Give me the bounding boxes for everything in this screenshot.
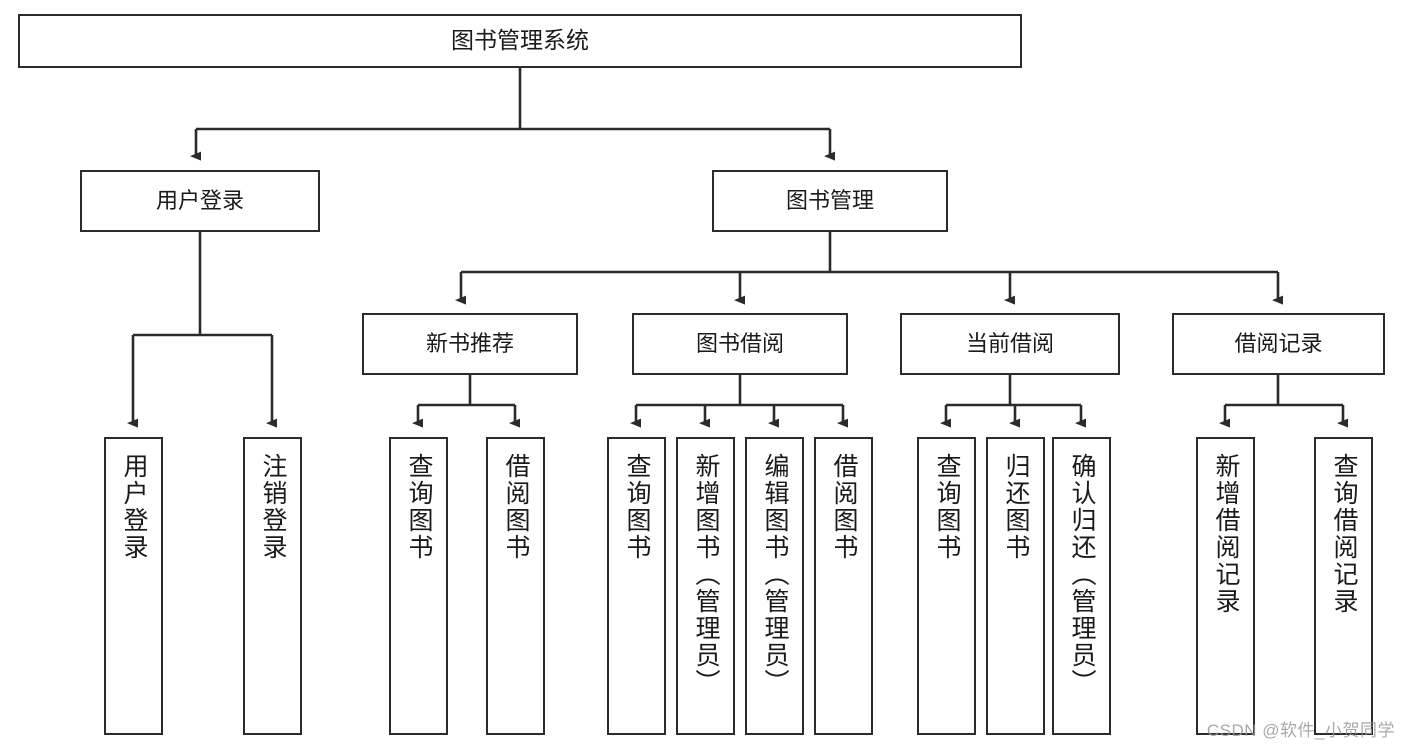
watermark: CSDN @软件_小贺同学 (1206, 721, 1395, 740)
node-user-login[interactable]: 用户登录 (80, 170, 320, 232)
node-leaf-logout[interactable]: 注销登录 (243, 437, 302, 735)
node-user-login-label: 用户登录 (155, 188, 244, 214)
node-leaf-query-record-label: 查询借阅记录 (1330, 453, 1358, 615)
node-book-manage-label: 图书管理 (785, 188, 874, 214)
node-current-borrow[interactable]: 当前借阅 (900, 313, 1120, 375)
node-leaf-add-record[interactable]: 新增借阅记录 (1196, 437, 1255, 735)
node-leaf-query-book-2[interactable]: 查询图书 (607, 437, 666, 735)
node-borrow-record[interactable]: 借阅记录 (1172, 313, 1385, 375)
node-new-book-rec[interactable]: 新书推荐 (362, 313, 578, 375)
node-leaf-borrow-book-1[interactable]: 借阅图书 (486, 437, 545, 735)
node-leaf-query-book-2-label: 查询图书 (623, 453, 651, 561)
node-book-manage[interactable]: 图书管理 (712, 170, 948, 232)
node-leaf-confirm-return-label: 确认归还（管理员） (1068, 453, 1096, 696)
node-leaf-query-book-1[interactable]: 查询图书 (389, 437, 448, 735)
node-leaf-query-record[interactable]: 查询借阅记录 (1314, 437, 1373, 735)
node-leaf-return-book-label: 归还图书 (1002, 453, 1030, 561)
node-leaf-borrow-book-2[interactable]: 借阅图书 (814, 437, 873, 735)
node-leaf-user-login[interactable]: 用户登录 (104, 437, 163, 735)
node-root[interactable]: 图书管理系统 (18, 14, 1022, 68)
node-leaf-add-record-label: 新增借阅记录 (1212, 453, 1240, 615)
node-root-label: 图书管理系统 (451, 27, 589, 54)
node-leaf-confirm-return[interactable]: 确认归还（管理员） (1052, 437, 1111, 735)
node-new-book-rec-label: 新书推荐 (425, 331, 514, 357)
node-leaf-borrow-book-2-label: 借阅图书 (830, 453, 858, 561)
node-leaf-query-book-1-label: 查询图书 (405, 453, 433, 561)
node-book-borrow[interactable]: 图书借阅 (632, 313, 848, 375)
node-leaf-add-book-label: 新增图书（管理员） (692, 453, 720, 696)
node-book-borrow-label: 图书借阅 (695, 331, 784, 357)
node-leaf-query-book-3-label: 查询图书 (933, 453, 961, 561)
node-leaf-user-login-label: 用户登录 (120, 453, 148, 561)
node-leaf-edit-book-label: 编辑图书（管理员） (761, 453, 789, 696)
node-leaf-borrow-book-1-label: 借阅图书 (502, 453, 530, 561)
node-current-borrow-label: 当前借阅 (965, 331, 1054, 357)
node-leaf-return-book[interactable]: 归还图书 (986, 437, 1045, 735)
node-leaf-edit-book[interactable]: 编辑图书（管理员） (745, 437, 804, 735)
node-borrow-record-label: 借阅记录 (1234, 331, 1323, 357)
node-leaf-query-book-3[interactable]: 查询图书 (917, 437, 976, 735)
node-leaf-add-book[interactable]: 新增图书（管理员） (676, 437, 735, 735)
node-leaf-logout-label: 注销登录 (259, 453, 287, 561)
